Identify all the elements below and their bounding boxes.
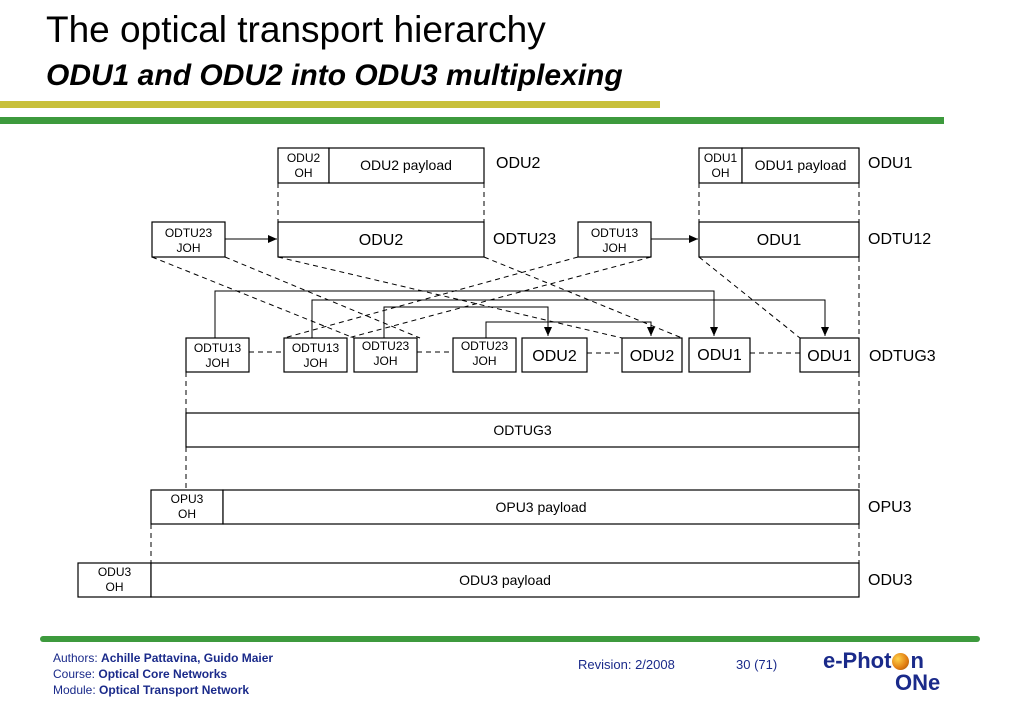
- footer-rule: [40, 636, 980, 642]
- odtug3-joh-2: ODTU13 JOH: [283, 337, 348, 373]
- footer-module: Optical Transport Network: [99, 683, 250, 697]
- odu2-frame: ODU2 OH ODU2 payload: [277, 147, 485, 184]
- opu3-frame: OPU3 OH OPU3 payload: [150, 489, 860, 525]
- odtug3-payload-odu2-a: ODU2: [521, 337, 588, 373]
- svg-text:ODU2: ODU2: [532, 348, 577, 365]
- odu1-frame: ODU1 OH ODU1 payload: [698, 147, 860, 184]
- svg-text:ODU2: ODU2: [359, 232, 404, 249]
- odtug3-joh-1: ODTU13 JOH: [185, 337, 250, 373]
- svg-text:ODTU23: ODTU23: [362, 339, 410, 353]
- svg-text:OPU3: OPU3: [171, 492, 204, 506]
- odtug3-payload-odu2-b: ODU2: [621, 337, 683, 373]
- footer-course: Optical Core Networks: [98, 667, 228, 681]
- slide-title: The optical transport hierarchy: [46, 9, 546, 50]
- odu1-payload: ODU1 payload: [755, 157, 847, 173]
- svg-text:ODU1: ODU1: [697, 347, 742, 364]
- svg-text:JOH: JOH: [473, 354, 497, 368]
- odtug3-bar: ODTUG3: [185, 412, 860, 448]
- odu2-payload: ODU2 payload: [360, 157, 452, 173]
- slide-subtitle: ODU1 and ODU2 into ODU3 multiplexing: [46, 59, 623, 92]
- footer-revision: Revision: 2/2008: [578, 657, 675, 672]
- odu2-oh-line1: ODU2: [287, 151, 321, 165]
- opu3-label: OPU3: [868, 499, 912, 516]
- svg-text:ODU2: ODU2: [630, 348, 675, 365]
- svg-text:OH: OH: [106, 580, 124, 594]
- odtu13-joh-box: ODTU13 JOH: [577, 221, 652, 258]
- svg-text:JOH: JOH: [177, 241, 201, 255]
- odu3-label: ODU3: [868, 572, 913, 589]
- svg-text:ODTU13: ODTU13: [194, 341, 242, 355]
- svg-text:OPU3 payload: OPU3 payload: [495, 499, 586, 515]
- odu2-label: ODU2: [496, 155, 541, 172]
- odtug3-payload-odu1-a: ODU1: [688, 337, 751, 373]
- odu1-oh-line1: ODU1: [704, 151, 738, 165]
- odtu12-body: ODU1: [698, 221, 860, 258]
- svg-text:OH: OH: [178, 507, 196, 521]
- svg-text:ODTUG3: ODTUG3: [493, 422, 552, 438]
- svg-text:JOH: JOH: [304, 356, 328, 370]
- odtu23-label: ODTU23: [493, 231, 556, 248]
- svg-text:ODTU23: ODTU23: [461, 339, 509, 353]
- odtug3-joh-3: ODTU23 JOH: [353, 337, 418, 373]
- svg-text:JOH: JOH: [603, 241, 627, 255]
- odu1-oh-line2: OH: [712, 166, 730, 180]
- odtug3-payload-odu1-b: ODU1: [799, 337, 860, 373]
- footer-credits: Authors: Achille Pattavina, Guido Maier …: [53, 651, 274, 697]
- svg-text:ODU1: ODU1: [757, 232, 802, 249]
- svg-text:JOH: JOH: [206, 356, 230, 370]
- odtu23-joh-box: ODTU23 JOH: [151, 221, 226, 258]
- odtu12-label: ODTU12: [868, 231, 931, 248]
- globe-icon: [892, 653, 910, 670]
- svg-text:ODU3 payload: ODU3 payload: [459, 572, 551, 588]
- odtug3-joh-4: ODTU23 JOH: [452, 337, 517, 373]
- odu1-label: ODU1: [868, 155, 913, 172]
- svg-text:ODTU13: ODTU13: [591, 226, 639, 240]
- odu3-frame: ODU3 OH ODU3 payload: [77, 562, 860, 598]
- svg-text:ODTU23: ODTU23: [165, 226, 213, 240]
- footer-authors: Achille Pattavina, Guido Maier: [101, 651, 274, 665]
- svg-text:ODU3: ODU3: [98, 565, 132, 579]
- odtug3-row-label: ODTUG3: [869, 348, 936, 365]
- footer-page-number: 30 (71): [736, 657, 778, 672]
- svg-text:JOH: JOH: [374, 354, 398, 368]
- title-underline-yellow: [0, 101, 660, 108]
- title-underline-green: [0, 117, 944, 124]
- svg-text:ODU1: ODU1: [807, 348, 852, 365]
- svg-text:ODTU13: ODTU13: [292, 341, 340, 355]
- odu2-oh-line2: OH: [295, 166, 313, 180]
- odtu23-body: ODU2: [277, 221, 485, 258]
